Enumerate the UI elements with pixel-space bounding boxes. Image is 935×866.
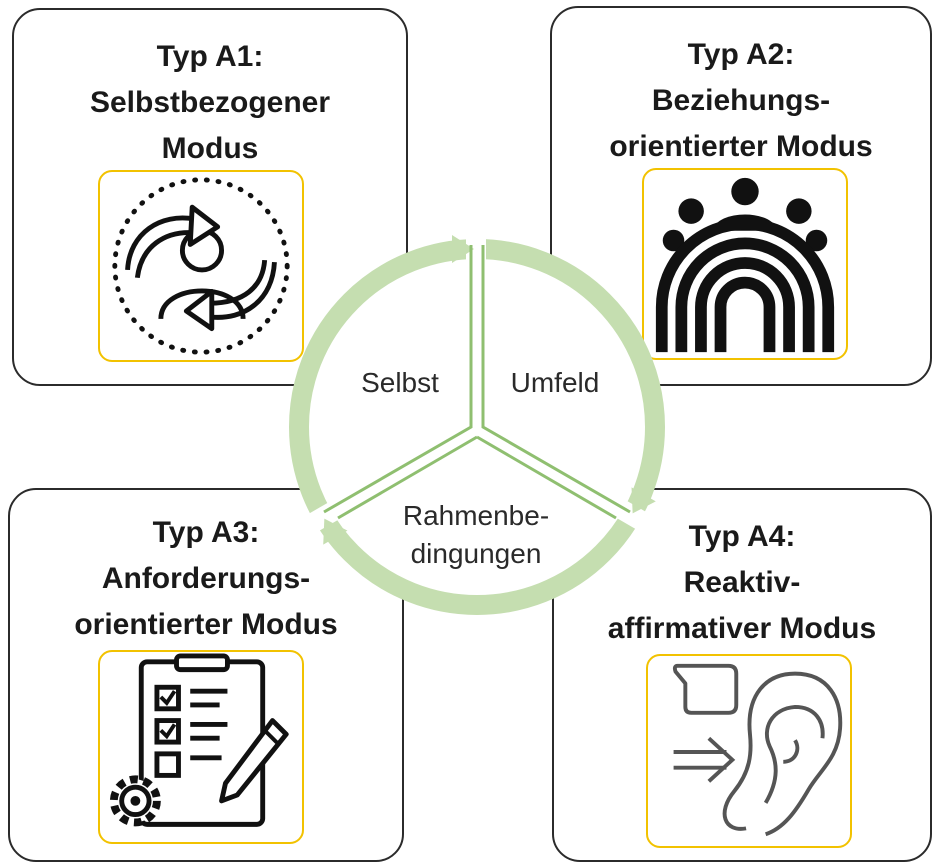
card-a2-title: Typ A2: Beziehungs- orientierter Modus — [552, 32, 930, 170]
card-a2-line2: Beziehungs- — [651, 84, 831, 117]
person-cycle-icon — [112, 177, 290, 355]
cycle-dividers — [323, 245, 631, 520]
ear-listening-icon — [672, 663, 843, 837]
card-a1-icon-box — [98, 170, 304, 362]
cycle-arrow-left — [323, 518, 348, 545]
card-a1: Typ A1: Selbstbezogener Modus — [12, 8, 408, 386]
card-a3: Typ A3: Anforderungs- orientierter Modus — [8, 488, 404, 862]
segment-selbst-label: Selbst — [361, 367, 439, 398]
segment-rahmen-label-line1: Rahmenbe- — [403, 500, 549, 531]
card-a4-line2: Reaktiv- — [683, 566, 801, 599]
segment-rahmen-label-line2: dingungen — [411, 538, 542, 569]
card-a4-line1: Typ A4: — [688, 520, 796, 553]
cycle-arrow-top — [452, 235, 474, 263]
card-a4-icon-box — [646, 654, 852, 848]
card-a2-line3: orientierter Modus — [609, 130, 873, 163]
card-a3-title: Typ A3: Anforderungs- orientierter Modus — [10, 510, 402, 648]
card-a3-icon-box — [98, 650, 304, 844]
card-a1-line3: Modus — [161, 132, 259, 165]
card-a2-icon-box — [642, 168, 848, 360]
cycle-arrow-right — [631, 487, 656, 514]
checklist-gear-icon — [109, 653, 289, 827]
card-a4-line3: affirmativer Modus — [607, 612, 877, 645]
card-a3-line1: Typ A3: — [152, 516, 260, 549]
rainbow-people-icon — [655, 177, 835, 353]
card-a1-line2: Selbstbezogener — [89, 86, 331, 119]
card-a2-line1: Typ A2: — [687, 38, 795, 71]
card-a1-line1: Typ A1: — [156, 40, 264, 73]
card-a4-title: Typ A4: Reaktiv- affirmativer Modus — [554, 514, 930, 652]
card-a1-title: Typ A1: Selbstbezogener Modus — [14, 34, 406, 172]
card-a3-line3: orientierter Modus — [74, 608, 338, 641]
segment-umfeld-label: Umfeld — [511, 367, 600, 398]
card-a3-line2: Anforderungs- — [101, 562, 311, 595]
